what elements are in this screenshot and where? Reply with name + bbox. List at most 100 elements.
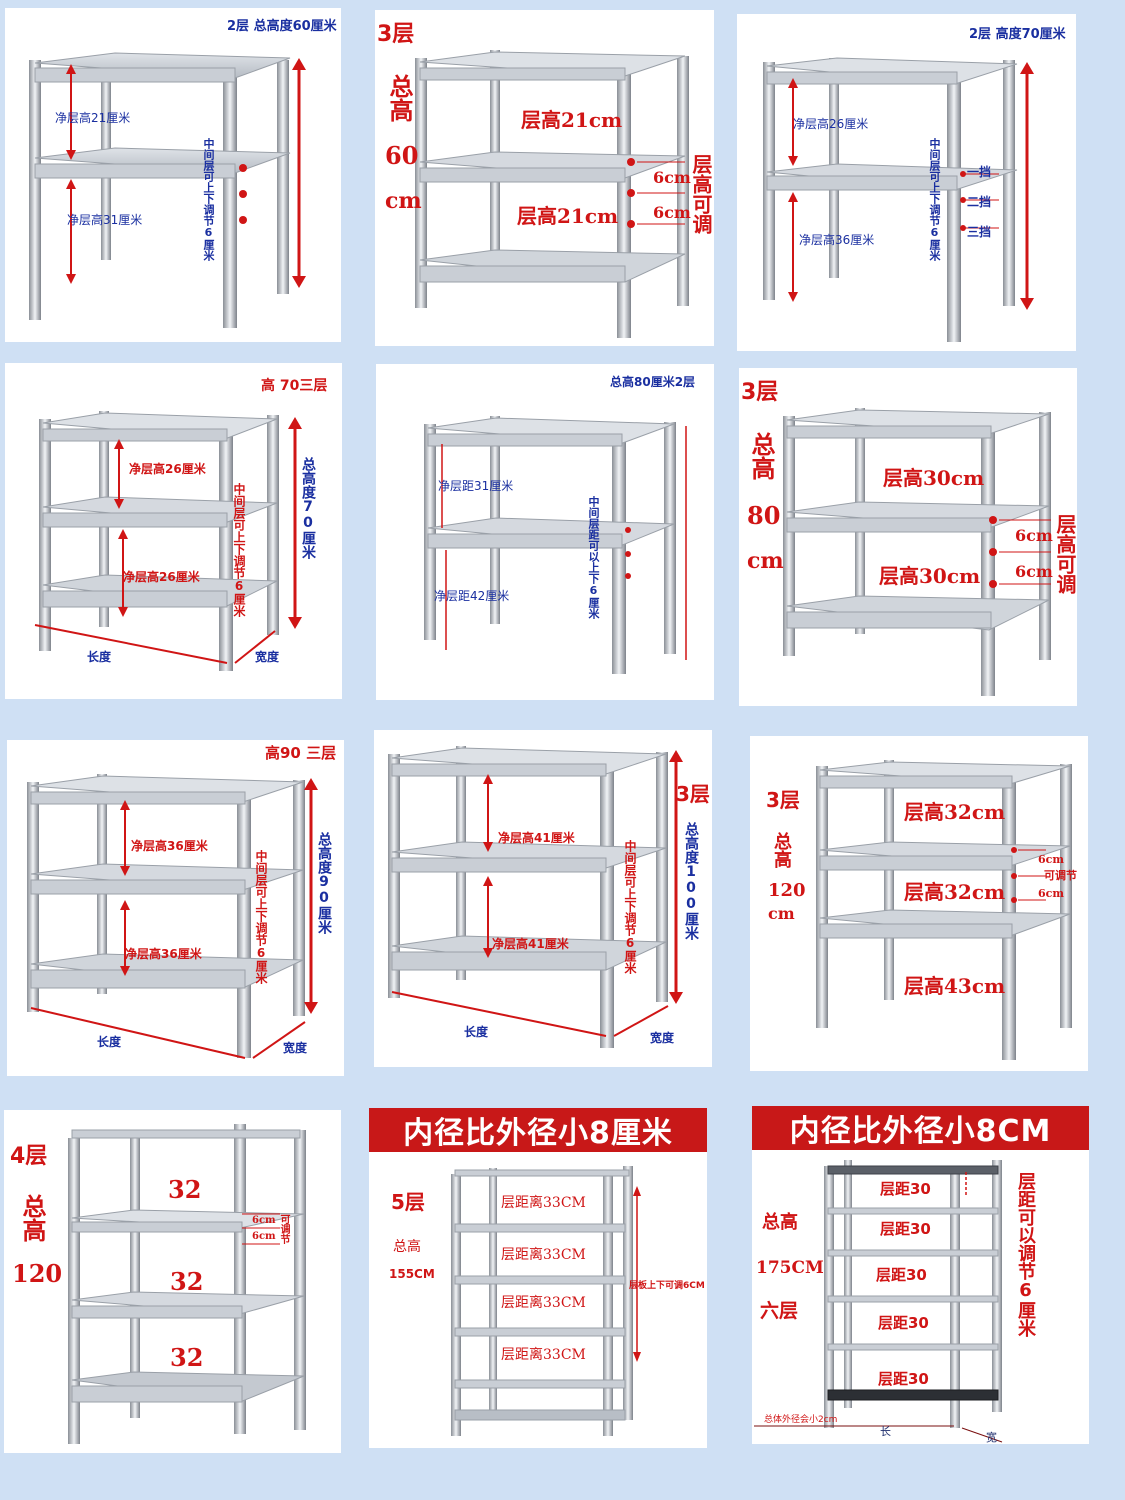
rack-image — [388, 746, 683, 1048]
gap-top-label: 净层高21厘米 — [55, 111, 131, 125]
gap-top-label: 净层高41厘米 — [498, 831, 575, 845]
gap-2-label: 32 — [170, 1267, 204, 1296]
width-label: 宽 — [986, 1431, 997, 1444]
layers-label: 5层 — [391, 1190, 425, 1214]
banner: 内径比外径小8厘米 — [369, 1108, 707, 1152]
adjust-label: 可调节 — [278, 1214, 289, 1244]
gap-top-label: 净层高36厘米 — [131, 839, 208, 853]
step-3-label: 三挡 — [967, 225, 992, 239]
total-label: 总高 — [385, 74, 413, 122]
panel-3-tier-60cm: 3层 总高 60 cm 层高21cm 层高21cm 6cm 6cm 层高可调 — [375, 10, 714, 346]
length-label: 长 — [880, 1425, 891, 1438]
gap-top-label: 净层高26厘米 — [793, 117, 869, 131]
step-a-label: 6cm — [252, 1215, 276, 1226]
gap-top-label: 净层高26厘米 — [129, 462, 206, 476]
panel-3-tier-100cm: 3层 净层高41厘米 净层高41厘米 中间层可上下调节6厘米 总高度100厘米 … — [374, 730, 712, 1067]
total-label: 总高 — [762, 1212, 798, 1233]
total-label: 总高 — [18, 1194, 46, 1242]
length-label: 长度 — [87, 650, 112, 664]
panel-title: 2层 总高度60厘米 — [227, 19, 337, 34]
total-label: 总高 — [771, 832, 792, 868]
step-a-label: 6cm — [1015, 526, 1053, 545]
gap-bottom-label: 层高21cm — [517, 204, 619, 228]
step-2-label: 二挡 — [967, 195, 992, 209]
rack-image — [68, 1124, 306, 1444]
total-height-label: 总高度100厘米 — [683, 822, 699, 940]
adjust-label: 层板上下可调6CM — [629, 1281, 705, 1291]
gap-top-label: 层高21cm — [521, 108, 623, 132]
adjust-label: 层高可调 — [689, 154, 713, 234]
total-value: 175CM — [756, 1258, 824, 1278]
unit-label: cm — [768, 904, 795, 923]
rack-image — [424, 416, 687, 674]
panel-3-tier-70cm: 高 70三层 净层高26厘米 净层高26厘米 中间层可上下调节6厘米 总高度70… — [5, 363, 342, 699]
gap-bottom-label: 净层距42厘米 — [434, 589, 510, 603]
step-a-label: 6cm — [1038, 853, 1064, 866]
step-b-label: 6cm — [1015, 562, 1053, 581]
step-b-label: 6cm — [653, 203, 691, 222]
rack-image — [783, 408, 1051, 696]
gap-bottom-label: 净层高41厘米 — [492, 937, 569, 951]
total-label: 总高 — [747, 432, 775, 480]
panel-3-tier-80cm: 3层 总高 80 cm 层高30cm 层高30cm 6cm 6cm 层高可调 — [739, 368, 1077, 706]
layers-label: 4层 — [10, 1144, 48, 1169]
panel-title: 总高80厘米2层 — [610, 375, 696, 389]
gap-bottom-label: 净层高31厘米 — [67, 213, 143, 227]
rack-image — [816, 760, 1072, 1060]
gap-2-label: 层距离33CM — [501, 1247, 586, 1263]
step-a-label: 6cm — [653, 168, 691, 187]
rack-image — [34, 411, 302, 671]
panel-3-tier-90cm: 高90 三层 净层高36厘米 净层高36厘米 中间层可上下调节6厘米 总高度90… — [7, 740, 344, 1076]
total-label: 总高 — [393, 1239, 421, 1255]
unit-label: cm — [385, 188, 422, 214]
gap-bottom-label: 层高30cm — [879, 564, 981, 588]
adjust-label: 层距可以调节6厘米 — [1015, 1172, 1036, 1337]
layers-label: 3层 — [377, 22, 415, 47]
gap-4-label: 层距离33CM — [501, 1347, 586, 1363]
adjust-label: 层高可调 — [1053, 514, 1077, 594]
adjust-label: 中间层可上下调节6厘米 — [623, 840, 637, 974]
total-value: 155CM — [389, 1267, 435, 1281]
rack-image — [29, 52, 306, 328]
gap-3-label: 层距离33CM — [501, 1295, 586, 1311]
total-value: 120 — [12, 1259, 63, 1288]
length-label: 长度 — [97, 1035, 122, 1049]
total-height-label: 总高度70厘米 — [300, 457, 316, 559]
gap-1-label: 层距30 — [880, 1180, 931, 1198]
rack-image — [27, 774, 318, 1059]
gap-2-label: 层距30 — [880, 1220, 931, 1238]
unit-label: cm — [747, 548, 784, 574]
layers-label: 3层 — [676, 782, 710, 806]
width-label: 宽度 — [283, 1041, 308, 1055]
panel-5-tier-155cm: 内径比外径小8厘米 5层 总高 155CM 层距离33CM 层距离33CM 层距… — [369, 1108, 707, 1448]
banner: 内径比外径小8CM — [752, 1106, 1089, 1150]
adjust-label: 中间层可上下调节6厘米 — [254, 850, 268, 984]
step-1-label: 一挡 — [967, 165, 992, 179]
panel-4-tier-120cm: 4层 总高 120 32 32 32 6cm 6cm 可调节 — [4, 1110, 341, 1453]
gap-3-label: 层距30 — [876, 1266, 927, 1284]
gap-top-label: 层高32cm — [904, 800, 1006, 824]
gap-5-label: 层距30 — [878, 1370, 929, 1388]
total-value: 80 — [747, 501, 781, 530]
rack-image — [451, 1166, 641, 1436]
gap-top-label: 层高30cm — [883, 466, 985, 490]
adjust-label: 中间层距可以上下6厘米 — [587, 496, 600, 619]
panel-title: 高 70三层 — [261, 378, 328, 394]
panel-6-tier-175cm: 内径比外径小8CM 总高 175CM 六层 层距30 层距30 层距30 层距3… — [752, 1106, 1089, 1444]
rack-image — [415, 50, 689, 338]
panel-3-tier-120cm: 3层 总高 120 cm 层高32cm 层高32cm 层高43cm 6cm 6c… — [750, 736, 1088, 1071]
gap-1-label: 层距离33CM — [501, 1195, 586, 1211]
adjust-label: 中间层可上下调节6厘米 — [928, 138, 941, 261]
total-value: 60 — [385, 141, 419, 170]
step-b-label: 6cm — [252, 1231, 276, 1242]
gap-top-label: 净层距31厘米 — [438, 479, 514, 493]
gap-1-label: 32 — [168, 1175, 202, 1204]
rack-image — [763, 57, 1034, 342]
panel-title: 2层 高度70厘米 — [969, 27, 1066, 42]
gap-3-label: 32 — [170, 1343, 204, 1372]
rack-image — [754, 1160, 1003, 1443]
width-label: 宽度 — [255, 650, 280, 664]
adjust-label: 中间层可上下调节6厘米 — [202, 138, 215, 261]
panel-2-tier-70cm: 2层 高度70厘米 净层高26厘米 净层高36厘米 中间层可上下调节6厘米 一挡… — [737, 14, 1076, 351]
layers-label: 3层 — [766, 788, 800, 812]
